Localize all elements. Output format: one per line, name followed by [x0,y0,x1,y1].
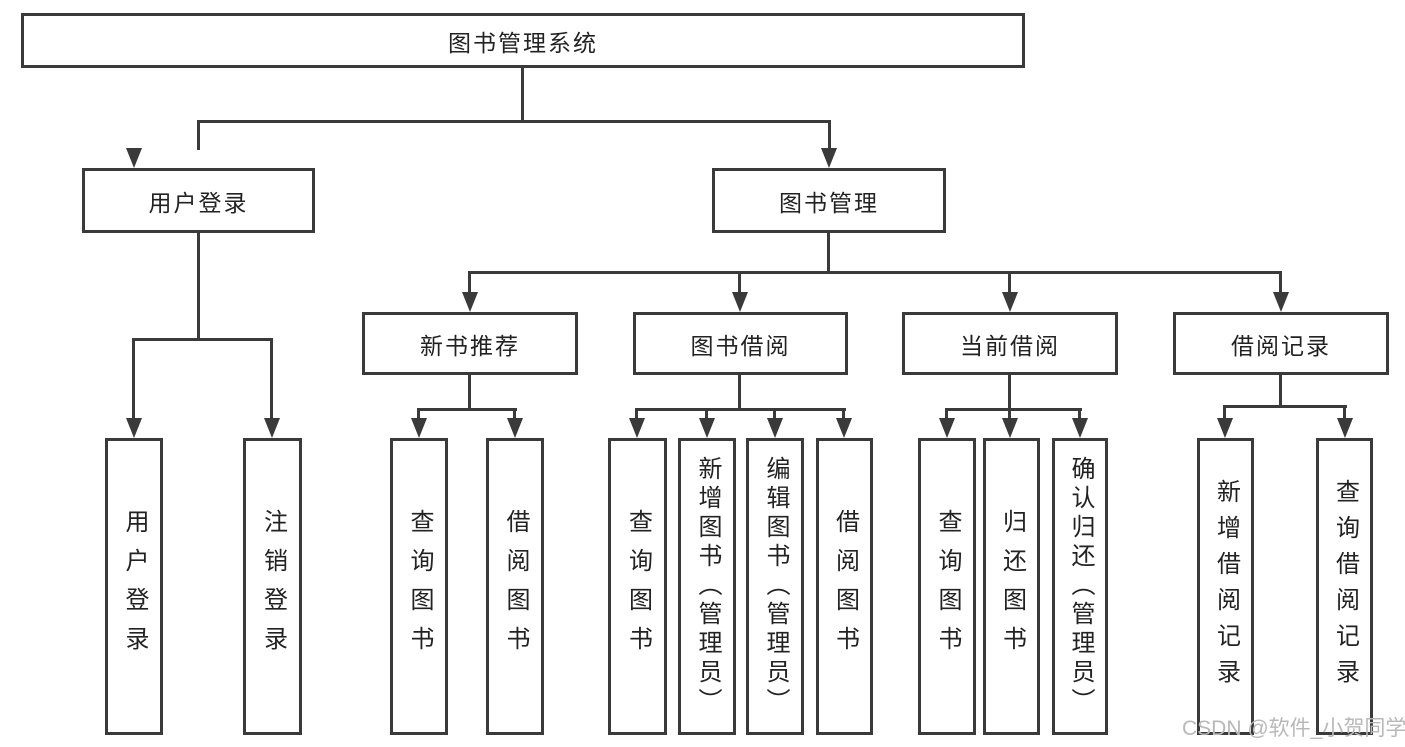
node-borrow-records-label: 借阅记录 [1231,332,1331,359]
csdn-watermark: CSDN @软件_小贺同学 [1182,717,1405,740]
arrow-to-leaf-return-books [1002,418,1018,438]
node-user-login: 用户登录 [82,168,315,233]
connector-newbook-drop-1 [417,408,420,420]
leaf-borrow-books-borrow-label: 借阅图书 [831,508,859,665]
leaf-query-borrow-record: 查询借阅记录 [1316,438,1373,735]
connector-userlogin-drop-1 [132,338,135,420]
connector-newbook-stem [468,375,471,411]
leaf-query-books-current-label: 查询图书 [934,508,961,665]
leaf-logout-label: 注销登录 [259,508,287,665]
node-root: 图书管理系统 [21,13,1025,68]
arrow-to-leaf-query-books-1 [411,418,427,438]
connector-bookmgmt-drop-2 [738,271,741,294]
connector-bookmgmt-bar [468,271,1282,274]
node-book-management: 图书管理 [712,168,946,233]
arrow-to-user-login [126,148,142,168]
leaf-borrow-books-borrow: 借阅图书 [816,438,873,735]
leaf-user-login-label: 用户登录 [121,508,148,665]
leaf-confirm-return-admin-label: 确认归还（管理员） [1067,456,1094,717]
connector-records-drop-1 [1223,405,1226,420]
connector-root-drop-left [197,120,200,150]
connector-records-stem [1279,375,1282,408]
leaf-edit-books-admin: 编辑图书（管理员） [746,438,804,735]
leaf-return-books-label: 归还图书 [998,508,1026,665]
node-current-borrow-label: 当前借阅 [960,332,1060,359]
arrow-to-leaf-add-books [699,418,715,438]
leaf-add-borrow-record: 新增借阅记录 [1197,438,1254,735]
connector-bookmgmt-drop-3 [1008,271,1011,294]
leaf-confirm-return-admin: 确认归还（管理员） [1052,438,1108,735]
connector-currentborrow-drop-1 [945,408,948,420]
arrow-to-current-borrow [1002,292,1018,312]
connector-currentborrow-drop-2 [1008,408,1011,420]
arrow-to-book-management [821,148,837,168]
connector-bookborrow-drop-2 [705,408,708,420]
node-new-book-recommend: 新书推荐 [362,312,578,375]
connector-currentborrow-bar [945,408,1082,411]
leaf-edit-books-admin-label: 编辑图书（管理员） [762,456,789,717]
arrow-to-leaf-query-record [1337,418,1353,438]
leaf-query-books-recommend-label: 查询图书 [406,508,433,665]
leaf-query-books-recommend: 查询图书 [390,438,448,735]
leaf-return-books: 归还图书 [983,438,1040,735]
arrow-to-borrow-records [1273,292,1289,312]
connector-bookmgmt-stem [827,233,830,274]
arrow-to-new-book-recommend [462,292,478,312]
connector-bookborrow-drop-1 [635,408,638,420]
arrow-to-leaf-logout [264,418,280,438]
node-user-login-label: 用户登录 [148,189,249,216]
leaf-query-borrow-record-label: 查询借阅记录 [1331,478,1359,695]
connector-bookborrow-stem [738,375,741,411]
connector-bookmgmt-drop-4 [1279,271,1282,294]
arrow-to-book-borrow [732,292,748,312]
leaf-query-books-borrow: 查询图书 [608,438,667,735]
arrow-to-leaf-borrow-books-1 [507,418,523,438]
connector-bookmgmt-drop-1 [468,271,471,294]
connector-userlogin-bar [132,338,273,341]
leaf-borrow-books-recommend: 借阅图书 [486,438,544,735]
connector-records-drop-2 [1343,405,1346,420]
leaf-query-books-current: 查询图书 [918,438,976,735]
connector-bookborrow-drop-3 [773,408,776,420]
connector-currentborrow-drop-3 [1078,408,1081,420]
connector-userlogin-stem [197,233,200,341]
leaf-add-borrow-record-label: 新增借阅记录 [1212,478,1240,695]
leaf-borrow-books-recommend-label: 借阅图书 [502,508,529,665]
arrow-to-leaf-user-login [126,418,142,438]
arrow-to-leaf-add-record [1217,418,1233,438]
connector-userlogin-drop-2 [270,338,273,420]
leaf-user-login: 用户登录 [105,438,163,735]
node-book-borrow: 图书借阅 [633,312,848,375]
connector-root-bar [197,120,831,123]
connector-newbook-drop-2 [513,408,516,420]
arrow-to-leaf-confirm-return [1072,418,1088,438]
connector-newbook-bar [417,408,517,411]
leaf-add-books-admin-label: 新增图书（管理员） [694,456,721,717]
connector-root-stem [521,68,524,123]
arrow-to-leaf-query-books-2 [629,418,645,438]
arrow-to-leaf-borrow-books-2 [836,418,852,438]
node-new-book-recommend-label: 新书推荐 [420,332,520,359]
connector-currentborrow-stem [1008,375,1011,411]
leaf-query-books-borrow-label: 查询图书 [624,508,652,665]
leaf-add-books-admin: 新增图书（管理员） [678,438,736,735]
node-book-management-label: 图书管理 [779,189,879,216]
node-root-label: 图书管理系统 [448,29,598,56]
connector-records-bar [1223,405,1347,408]
node-current-borrow: 当前借阅 [902,312,1118,375]
arrow-to-leaf-query-books-3 [939,418,955,438]
connector-bookborrow-bar [635,408,846,411]
node-borrow-records: 借阅记录 [1173,312,1389,375]
node-book-borrow-label: 图书借阅 [690,332,791,359]
connector-bookborrow-drop-4 [842,408,845,420]
arrow-to-leaf-edit-books [767,418,783,438]
connector-root-drop-right [828,120,831,150]
leaf-logout: 注销登录 [243,438,302,735]
